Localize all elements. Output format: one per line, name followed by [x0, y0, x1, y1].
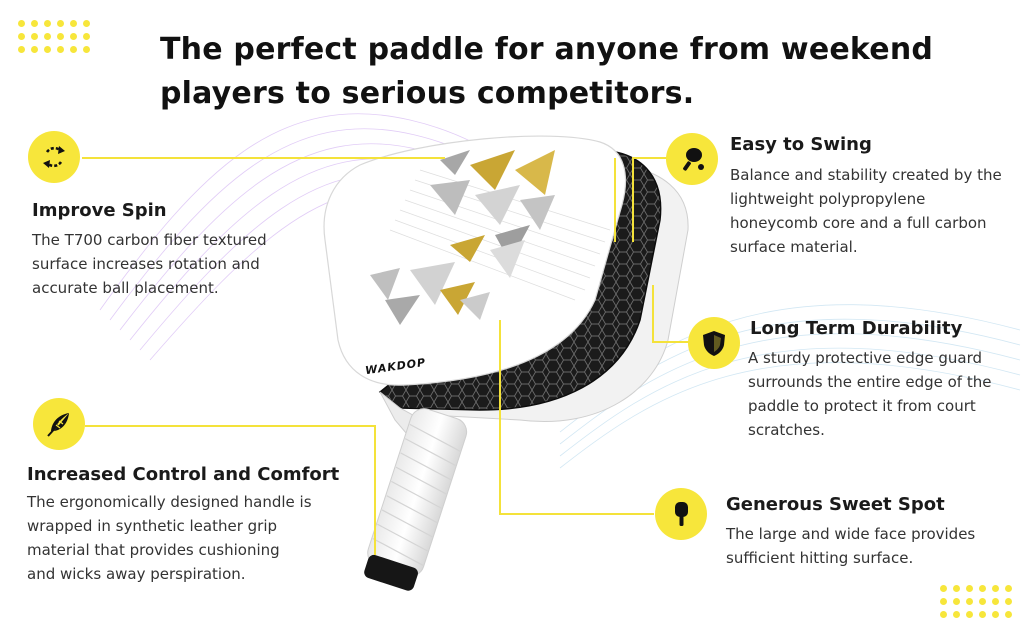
decorative-dot	[1005, 585, 1012, 592]
control-comfort-badge	[33, 398, 85, 450]
decorative-dot	[966, 611, 973, 618]
dot-grid-top-left	[18, 20, 98, 60]
decorative-dot	[70, 46, 77, 53]
decorative-dot	[57, 20, 64, 27]
decorative-dot	[953, 585, 960, 592]
decorative-dot	[979, 611, 986, 618]
paddle-handle-grip	[364, 408, 468, 591]
decorative-dot	[44, 33, 51, 40]
decorative-dot	[953, 611, 960, 618]
feature-title-improve-spin: Improve Spin	[32, 200, 167, 221]
feature-title-sweet-spot: Generous Sweet Spot	[726, 494, 945, 515]
feature-text-sweet-spot: The large and wide face provides suffici…	[726, 525, 976, 567]
feature-title-control-comfort: Increased Control and Comfort	[27, 464, 340, 485]
decorative-dot	[83, 46, 90, 53]
decorative-dot	[31, 46, 38, 53]
decorative-dot	[992, 585, 999, 592]
decorative-dot	[966, 585, 973, 592]
leader-line-durability	[652, 285, 690, 343]
decorative-dot	[1005, 598, 1012, 605]
feature-title-easy-swing: Easy to Swing	[730, 134, 872, 155]
decorative-dot	[31, 20, 38, 27]
sweet-spot-badge	[655, 488, 707, 540]
decorative-dot	[966, 598, 973, 605]
paddle-triangle-graphics	[370, 150, 555, 325]
decorative-dot	[940, 585, 947, 592]
decorative-dot	[31, 33, 38, 40]
paddle-icon	[675, 502, 688, 526]
leader-line-easy-swing	[632, 157, 668, 242]
decorative-dot	[83, 33, 90, 40]
shield-icon	[703, 331, 725, 356]
page-title: The perfect paddle for anyone from weeke…	[160, 32, 934, 111]
decorative-dot	[83, 20, 90, 27]
decorative-dot	[940, 611, 947, 618]
decorative-dot	[18, 33, 25, 40]
dot-grid-bottom-right	[940, 585, 1020, 625]
decorative-dot	[70, 20, 77, 27]
decorative-dot	[979, 585, 986, 592]
durability-badge	[688, 317, 740, 369]
decorative-dot	[953, 598, 960, 605]
decorative-dot	[70, 33, 77, 40]
decorative-dot	[18, 46, 25, 53]
decorative-dot	[44, 46, 51, 53]
decorative-dot	[1005, 611, 1012, 618]
decorative-dot	[18, 20, 25, 27]
improve-spin-badge	[28, 131, 80, 183]
decorative-dot	[940, 598, 947, 605]
decorative-dot	[57, 46, 64, 53]
decorative-dot	[44, 20, 51, 27]
paddle-ball-icon	[683, 148, 704, 171]
decorative-dot	[57, 33, 64, 40]
spin-arrows-icon	[43, 146, 65, 168]
decorative-dot	[992, 611, 999, 618]
feather-icon	[47, 413, 69, 437]
feature-text-control-comfort: The ergonomically designed handle is wra…	[27, 493, 312, 583]
easy-swing-badge	[666, 133, 718, 185]
decorative-dot	[979, 598, 986, 605]
feature-title-durability: Long Term Durability	[750, 318, 963, 339]
feature-text-improve-spin: The T700 carbon fiber textured surface i…	[32, 231, 267, 297]
leader-line-sweet-spot	[499, 320, 654, 515]
feature-text-easy-swing: Balance and stability created by the lig…	[730, 166, 1002, 256]
feature-text-durability: A sturdy protective edge guard surrounds…	[748, 349, 992, 439]
decorative-dot	[992, 598, 999, 605]
leader-line-control-drop	[320, 425, 376, 555]
